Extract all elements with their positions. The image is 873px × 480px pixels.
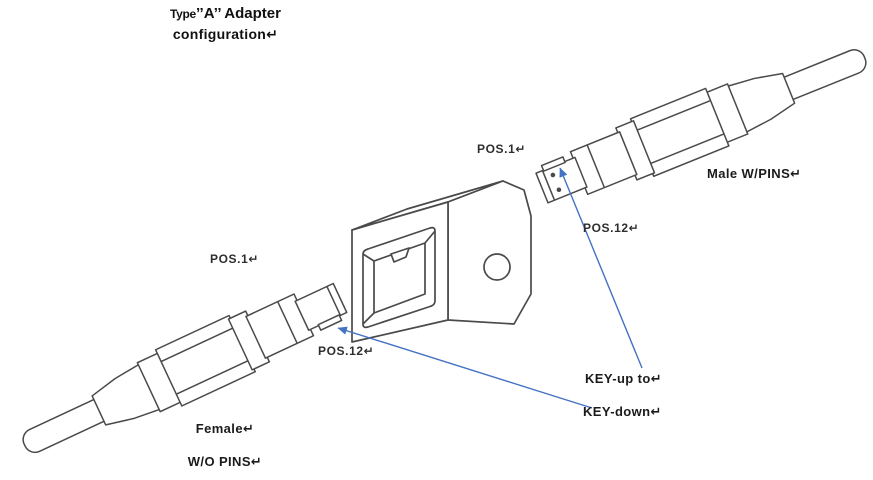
male-key-ridge — [540, 156, 566, 172]
female-connector-assembly — [22, 282, 348, 454]
label-female-pos1: POS.1↵ — [210, 252, 260, 266]
label-key-down: KEY-down↵ — [583, 404, 662, 419]
title-prefix: Type — [170, 7, 196, 21]
female-body-facet-top — [175, 359, 251, 395]
adapter-port-depth-line1 — [362, 253, 375, 262]
adapter-mounting-hole — [483, 253, 511, 281]
adapter-port-depth-line2 — [424, 230, 436, 244]
title-line2: configuration↵ — [172, 26, 279, 42]
keyup-leader-line — [559, 167, 643, 369]
female-endface-line — [326, 286, 342, 316]
male-connector-assembly — [535, 49, 867, 204]
label-female-pos12: POS.12↵ — [318, 344, 375, 358]
adapter-flange — [447, 180, 532, 325]
label-key-up: KEY-up to↵ — [585, 371, 662, 386]
label-male-type: Male W/PINS↵ — [707, 166, 802, 181]
adapter-keyway-notch — [390, 247, 410, 263]
male-pin-top — [550, 172, 556, 178]
keydown-leader-line — [337, 326, 593, 409]
title-main: ’’A’’ Adapter — [195, 5, 281, 22]
title-line1: Type’’A’’ Adapter — [118, 5, 333, 23]
male-housing-step — [586, 144, 606, 188]
label-female-type-line1: Female↵ — [195, 421, 255, 436]
diagram-title: Type’’A’’ Adapter configuration↵ — [118, 5, 333, 43]
label-female-type-line2: W/O PINS↵ — [187, 454, 263, 469]
adapter-port-depth-line3 — [362, 312, 375, 325]
label-male-pos1: POS.1↵ — [477, 142, 527, 156]
female-key-ridge — [317, 314, 343, 331]
label-male-pos12: POS.12↵ — [583, 221, 640, 235]
male-body-facet-bottom — [648, 133, 725, 165]
female-body-facet-bottom — [160, 326, 235, 363]
male-endface-line — [541, 170, 556, 201]
female-housing-step — [277, 301, 298, 344]
male-body-facet-top — [635, 99, 711, 132]
male-pin-bottom — [556, 187, 562, 193]
leader-lines — [337, 167, 643, 409]
adapter — [351, 180, 532, 343]
